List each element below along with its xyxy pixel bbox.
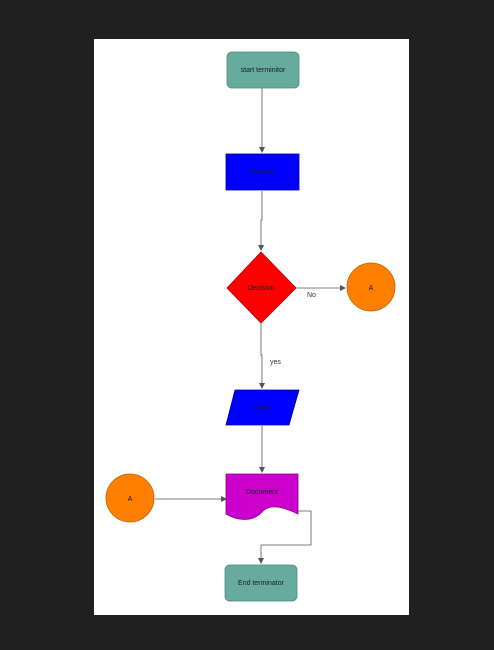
- end-terminator[interactable]: End terminator: [224, 564, 298, 602]
- edge-process-to-decision: [258, 191, 264, 251]
- decision-label: Decision: [248, 285, 275, 292]
- process-node[interactable]: Process: [225, 153, 300, 191]
- start-terminator-shape: [226, 51, 300, 89]
- edge-document-to-end: [258, 510, 312, 564]
- edge-label-no: No: [307, 292, 316, 299]
- start-terminator-label: start terminitor: [241, 67, 286, 74]
- connector-left-shape: [105, 473, 155, 523]
- end-terminator-label: End terminator: [238, 580, 285, 587]
- connector-left[interactable]: A: [105, 473, 155, 523]
- start-terminator[interactable]: start terminitor: [226, 51, 300, 89]
- decision-shape: [226, 251, 297, 324]
- process-shape: [225, 153, 300, 191]
- connector-right-shape: [346, 262, 396, 312]
- document-node[interactable]: Document: [225, 473, 299, 520]
- data-node[interactable]: Data: [225, 389, 300, 426]
- connector-left-label: A: [128, 496, 133, 503]
- decision-node[interactable]: Decision: [226, 251, 297, 324]
- document-shape: [225, 473, 299, 520]
- diagram-canvas: [94, 39, 409, 615]
- end-terminator-shape: [224, 564, 298, 602]
- document-label: Document: [246, 489, 278, 496]
- data-label: Data: [255, 405, 270, 412]
- edges: [155, 88, 346, 564]
- edge-label-yes: yes: [270, 359, 281, 366]
- connector-right-label: A: [369, 285, 374, 292]
- edge-decision-yes: [259, 323, 265, 389]
- data-shape: [225, 389, 300, 426]
- connector-right[interactable]: A: [346, 262, 396, 312]
- process-label: Process: [249, 169, 275, 176]
